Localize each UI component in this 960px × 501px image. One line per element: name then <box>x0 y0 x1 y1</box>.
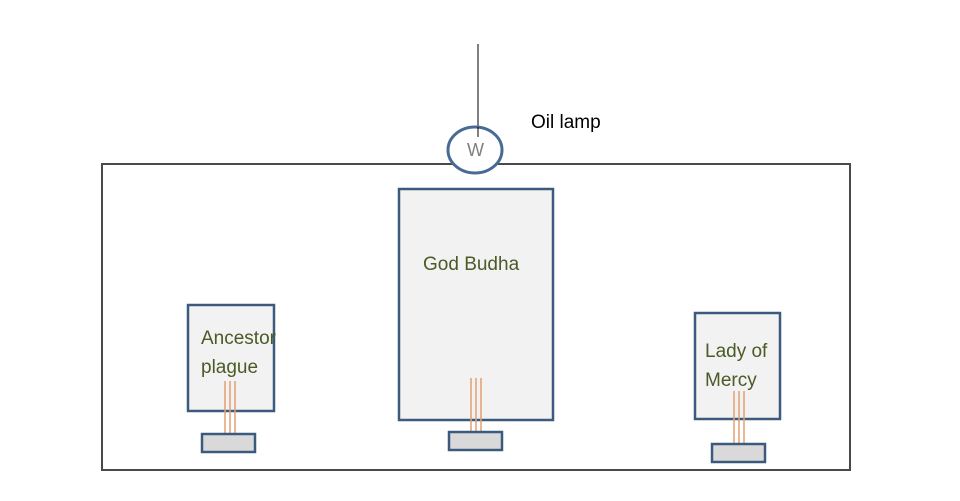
ancestor-plague-box <box>186 303 276 413</box>
lamp-symbol-label: W <box>467 140 484 160</box>
oil-lamp-label: Oil lamp <box>531 112 601 133</box>
incense-sticks-ancestor <box>224 381 236 434</box>
lady-of-mercy-label: Lady of Mercy <box>705 341 768 391</box>
oil-lamp-icon <box>446 125 504 175</box>
incense-stand-lady <box>710 442 767 464</box>
incense-sticks-lady <box>733 391 745 444</box>
incense-sticks-budha <box>470 378 482 432</box>
incense-stand-budha <box>447 430 504 452</box>
ancestor-plague-label: Ancestor plague <box>201 328 276 378</box>
god-budha-label: God Budha <box>423 254 520 275</box>
incense-stand-ancestor <box>200 432 257 454</box>
lady-of-mercy-box <box>693 311 782 421</box>
